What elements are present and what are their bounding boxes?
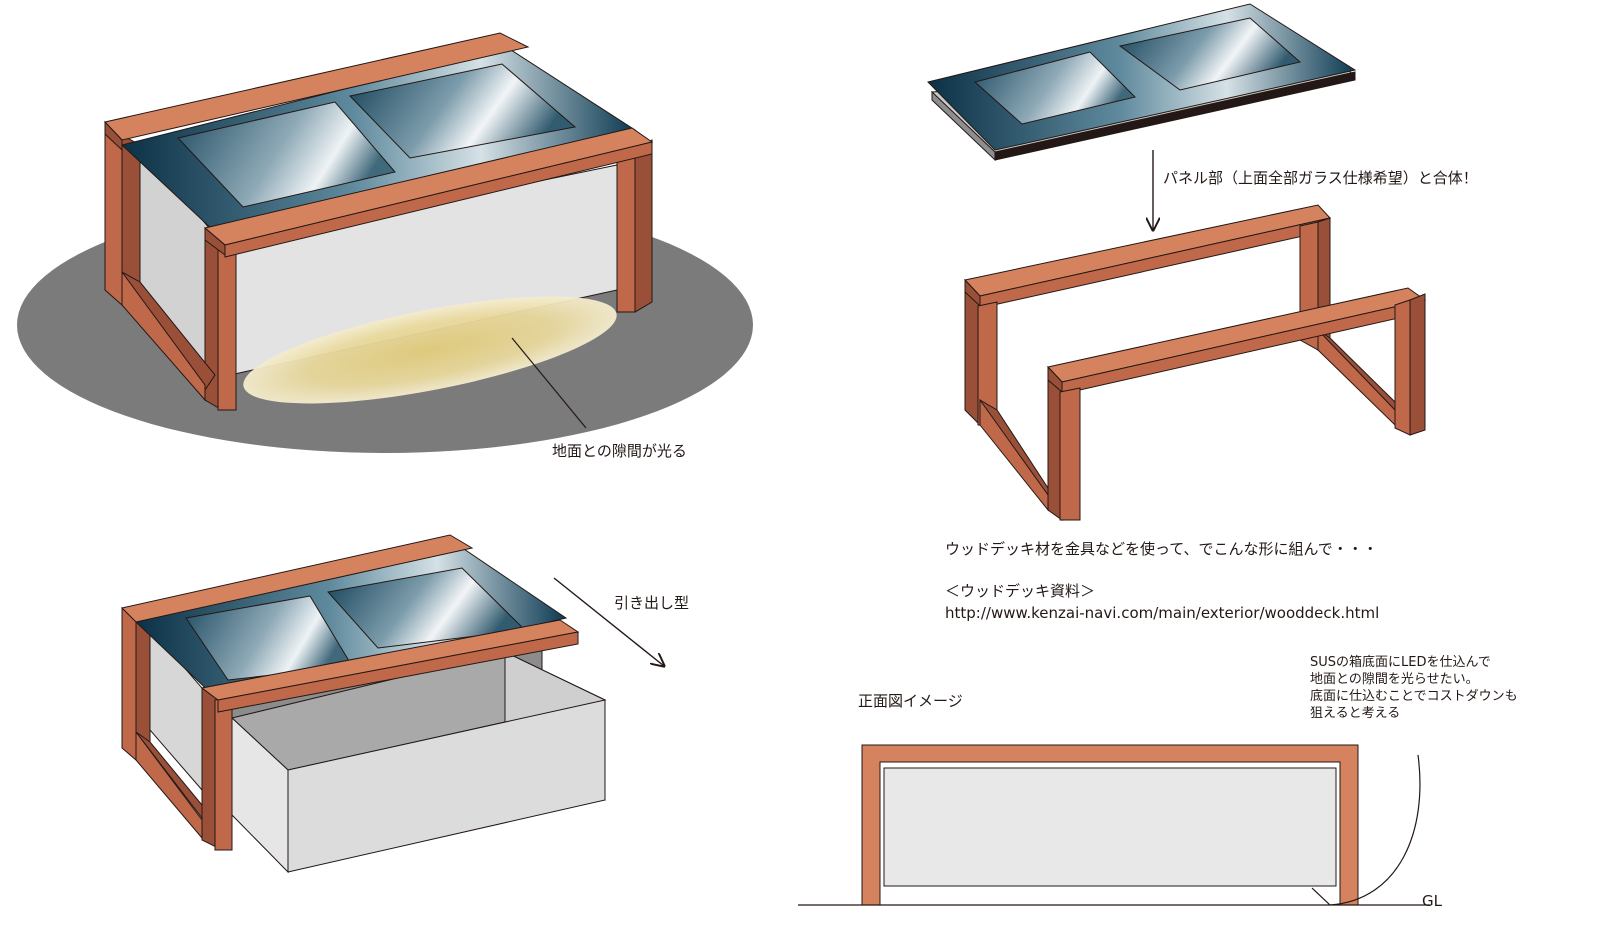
led-note-line: 底面に仕込むことでコストダウンも <box>1310 689 1518 704</box>
led-note-line: 地面との隙間を光らせたい。 <box>1310 672 1479 687</box>
wooddeck-desc-label: ウッドデッキ材を金具などを使って、でこんな形に組んで・・・ <box>945 540 1378 558</box>
front-view <box>798 744 1430 906</box>
table-glowing-gap <box>17 32 753 453</box>
glass-panel <box>927 3 1357 230</box>
led-note: SUSの箱底面にLEDを仕込んで 地面との隙間を光らせたい。 底面に仕込むことで… <box>1310 654 1600 722</box>
panel-merge-label: パネル部（上面全部ガラス仕様希望）と合体！ <box>1163 169 1478 187</box>
led-note-line: SUSの箱底面にLEDを仕込んで <box>1310 655 1491 670</box>
ground-glow-label: 地面との隙間が光る <box>552 442 687 460</box>
drawer-type-label: 引き出し型 <box>614 594 690 612</box>
led-glow <box>243 296 617 404</box>
led-note-line: 狙えると考える <box>1310 706 1401 721</box>
wooddeck-frame <box>964 204 1427 521</box>
wooddeck-ref-url[interactable]: http://www.kenzai-navi.com/main/exterior… <box>945 604 1380 622</box>
wooddeck-ref-title: ＜ウッドデッキ資料＞ <box>945 582 1096 600</box>
gl-label: GL <box>1422 892 1442 910</box>
table-drawer-type <box>121 534 664 874</box>
front-view-title: 正面図イメージ <box>858 692 963 710</box>
